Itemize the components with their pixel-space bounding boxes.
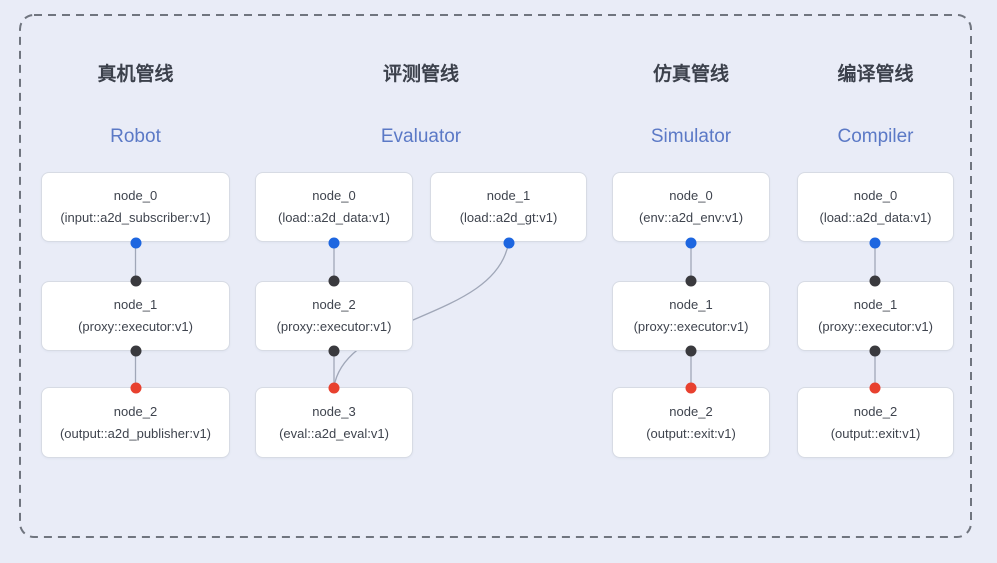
input-port-dot xyxy=(328,382,340,393)
node-box-robot-2: node_2 (output::a2d_publisher:v1) xyxy=(41,387,230,458)
node-box-compiler-1: node_1 (proxy::executor:v1) xyxy=(797,281,954,351)
node-type: (env::a2d_env:v1) xyxy=(638,210,744,225)
pipeline-title-zh-compiler: 编译管线 xyxy=(837,64,914,85)
pipeline-title-en-robot: Robot xyxy=(110,126,161,147)
junction-port-dot xyxy=(328,275,340,287)
node-box-evaluator-2: node_2 (proxy::executor:v1) xyxy=(255,281,413,351)
pipeline-title-en-simulator: Simulator xyxy=(650,126,732,147)
node-name: node_0 xyxy=(669,188,713,203)
node-name: node_1 xyxy=(669,297,713,312)
junction-port-dot xyxy=(869,275,881,287)
output-port-dot xyxy=(130,237,141,248)
junction-port-dot xyxy=(328,345,340,357)
node-box-evaluator-3: node_3 (eval::a2d_eval:v1) xyxy=(255,387,413,458)
node-type: (input::a2d_subscriber:v1) xyxy=(60,210,211,225)
node-type: (load::a2d_gt:v1) xyxy=(459,210,558,225)
node-type: (eval::a2d_eval:v1) xyxy=(279,425,389,441)
node-box-simulator-0: node_0 (env::a2d_env:v1) xyxy=(612,172,770,242)
node-type: (load::a2d_data:v1) xyxy=(277,210,391,225)
node-type: (output::exit:v1) xyxy=(830,425,921,441)
node-type: (load::a2d_data:v1) xyxy=(819,210,932,225)
output-port-dot xyxy=(869,237,881,248)
node-box-simulator-2: node_2 (output::exit:v1) xyxy=(612,387,770,458)
junction-port-dot xyxy=(685,275,697,287)
pipeline-title-en-evaluator: Evaluator xyxy=(380,126,462,147)
output-port-dot xyxy=(685,237,697,248)
node-box-simulator-1: node_1 (proxy::executor:v1) xyxy=(612,281,770,351)
output-port-dot xyxy=(328,237,340,248)
input-port-dot xyxy=(130,382,141,393)
output-port-dot xyxy=(503,237,514,248)
node-box-compiler-0: node_0 (load::a2d_data:v1) xyxy=(797,172,954,242)
input-port-dot xyxy=(685,382,697,393)
node-name: node_2 xyxy=(669,403,713,419)
node-box-compiler-2: node_2 (output::exit:v1) xyxy=(797,387,954,458)
node-type: (proxy::executor:v1) xyxy=(633,319,749,334)
junction-port-dot xyxy=(130,275,141,287)
input-port-dot xyxy=(869,382,881,393)
node-box-evaluator-1: node_1 (load::a2d_gt:v1) xyxy=(430,172,587,242)
diagram-dashed-border xyxy=(19,14,972,538)
node-type: (proxy::executor:v1) xyxy=(276,319,392,334)
node-type: (proxy::executor:v1) xyxy=(818,319,933,334)
node-name: node_0 xyxy=(312,188,356,203)
node-name: node_3 xyxy=(312,403,356,419)
pipeline-title-zh-simulator: 仿真管线 xyxy=(652,64,729,85)
node-name: node_1 xyxy=(486,188,531,203)
node-type: (proxy::executor:v1) xyxy=(78,319,193,334)
junction-port-dot xyxy=(869,345,881,357)
junction-port-dot xyxy=(685,345,697,357)
node-name: node_0 xyxy=(113,188,158,203)
node-box-evaluator-0: node_0 (load::a2d_data:v1) xyxy=(255,172,413,242)
node-name: node_2 xyxy=(113,403,158,419)
node-type: (output::a2d_publisher:v1) xyxy=(59,425,212,441)
pipeline-title-en-compiler: Compiler xyxy=(837,126,914,147)
node-name: node_2 xyxy=(853,403,898,419)
edge-curve xyxy=(333,242,510,388)
pipeline-title-zh-robot: 真机管线 xyxy=(97,64,174,85)
junction-port-dot xyxy=(130,345,141,357)
node-name: node_2 xyxy=(312,297,356,312)
node-name: node_1 xyxy=(113,297,158,312)
node-name: node_0 xyxy=(853,188,898,203)
node-box-robot-0: node_0 (input::a2d_subscriber:v1) xyxy=(41,172,230,242)
node-name: node_1 xyxy=(853,297,898,312)
node-box-robot-1: node_1 (proxy::executor:v1) xyxy=(41,281,230,351)
node-type: (output::exit:v1) xyxy=(646,425,736,441)
pipeline-title-zh-evaluator: 评测管线 xyxy=(382,64,459,85)
